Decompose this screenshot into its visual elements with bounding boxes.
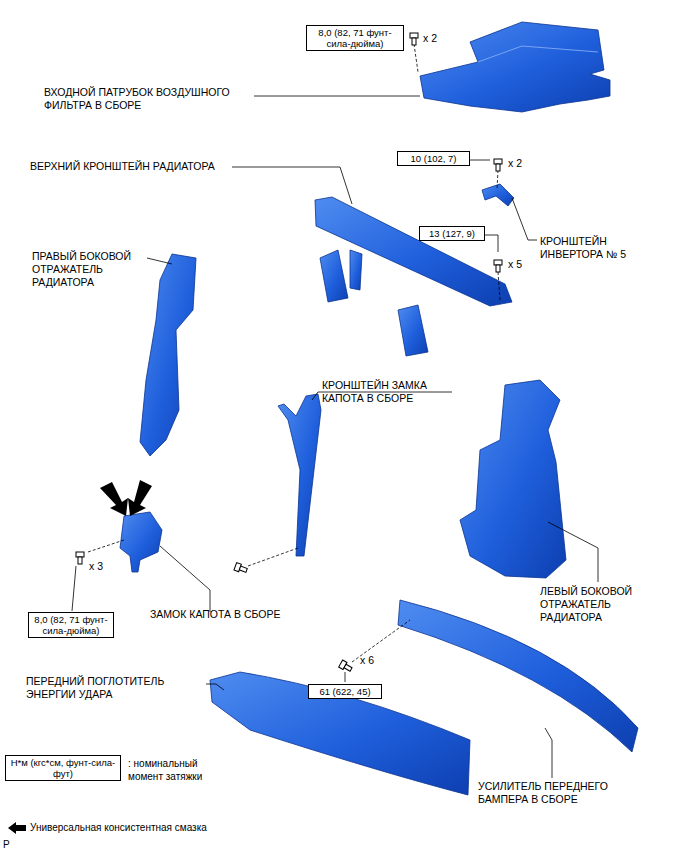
illustration-shape [548,522,598,582]
illustration-shape [160,546,210,612]
torque-box: 61 (622, 45) [308,684,382,699]
illustration-shape [210,672,470,795]
illustration-shape [497,170,498,190]
illustration-shape [350,250,362,290]
bolt-count: x 3 [89,560,103,573]
illustration-shape [232,167,352,204]
illustration-shape [420,22,610,112]
torque-box: 10 (102, 7) [397,151,470,166]
legend-torque-box: Н*м (кгс*см, фунт-сила-фут) [5,755,121,781]
legend-text: Универсальная консистентная смазка [30,821,207,834]
part-name: ПРАВЫЙ БОКОВОЙ ОТРАЖАТЕЛЬ РАДИАТОРА [32,250,144,289]
illustration-shape [345,672,346,682]
torque-value: 8,0 (82, 71 фунт-сила-дюйма) [34,614,107,636]
illustration-shape [254,96,420,97]
part-name: ПЕРЕДНИЙ ПОГЛОТИТЕЛЬ ЭНЕРГИИ УДАРА [26,675,204,701]
illustration-shape [545,728,552,778]
illustration-shape [76,552,84,564]
torque-value: 13 (127, 9) [429,228,475,239]
bolt-axes [88,44,500,662]
illustration-shape [234,563,248,575]
part-name: ВЕРХНИЙ КРОНШТЕЙН РАДИАТОРА [30,160,215,173]
illustration-shape [120,512,162,572]
legend-grease-arrow [8,822,26,834]
illustration-shape [88,540,124,552]
part-name: ЛЕВЫЙ БОКОВОЙ ОТРАЖАТЕЛЬ РАДИАТОРА [540,585,658,624]
page-mark: P [3,838,10,851]
torque-box: 8,0 (82, 71 фунт-сила-дюйма) [28,612,114,638]
legend-text: : номинальный момент затяжки [128,757,228,783]
illustration-shape [339,660,353,673]
part-name: КРОНШТЕЙН ЗАМКА КАПОТА В СБОРЕ [322,379,452,405]
torque-value: 61 (622, 45) [319,686,370,697]
illustration-shape [206,684,224,690]
bolt-count: x 2 [423,32,437,45]
illustration-shape [494,260,502,272]
bolt-count: x 6 [360,654,374,667]
illustration-shape [100,482,128,516]
bolt-count: x 2 [508,157,522,170]
illustration-shape [315,197,512,306]
torque-value: Н*м (кгс*см, фунт-сила-фут) [11,757,116,779]
illustration-shape [128,480,152,516]
illustration-shape [140,254,196,456]
illustration-shape [278,394,321,556]
part-name: УСИЛИТЕЛЬ ПЕРЕДНЕГО БАМПЕРА В СБОРЕ [478,780,628,806]
bolts [76,33,502,673]
illustration-shape [460,380,566,578]
illustration-shape [498,272,500,300]
illustration-shape [147,258,172,264]
illustration-shape [512,198,537,240]
bolt-count: x 5 [508,258,522,271]
part-name: ВХОДНОЙ ПАТРУБОК ВОЗДУШНОГО ФИЛЬТРА В СБ… [44,86,256,112]
torque-box: 13 (127, 9) [419,226,485,241]
illustration-shape [320,250,348,302]
illustration-shape [494,159,502,171]
illustration-shape [482,184,514,206]
parts [120,22,638,795]
torque-value: 8,0 (82, 71 фунт-сила-дюйма) [318,27,391,49]
illustration-shape [478,46,598,62]
grease-arrows [100,480,152,516]
torque-value: 10 (102, 7) [411,153,457,164]
illustration-shape [410,33,418,45]
part-name: ЗАМОК КАПОТА В СБОРЕ [150,608,280,621]
illustration-shape [398,305,428,356]
part-name: КРОНШТЕЙН ИНВЕРТОРА № 5 [540,235,650,261]
illustration-shape [470,160,490,161]
torque-box: 8,0 (82, 71 фунт-сила-дюйма) [306,25,404,51]
illustration-shape [485,235,498,252]
illustration-shape [72,566,76,611]
illustration-shape [414,44,418,72]
illustration-shape [248,548,298,566]
